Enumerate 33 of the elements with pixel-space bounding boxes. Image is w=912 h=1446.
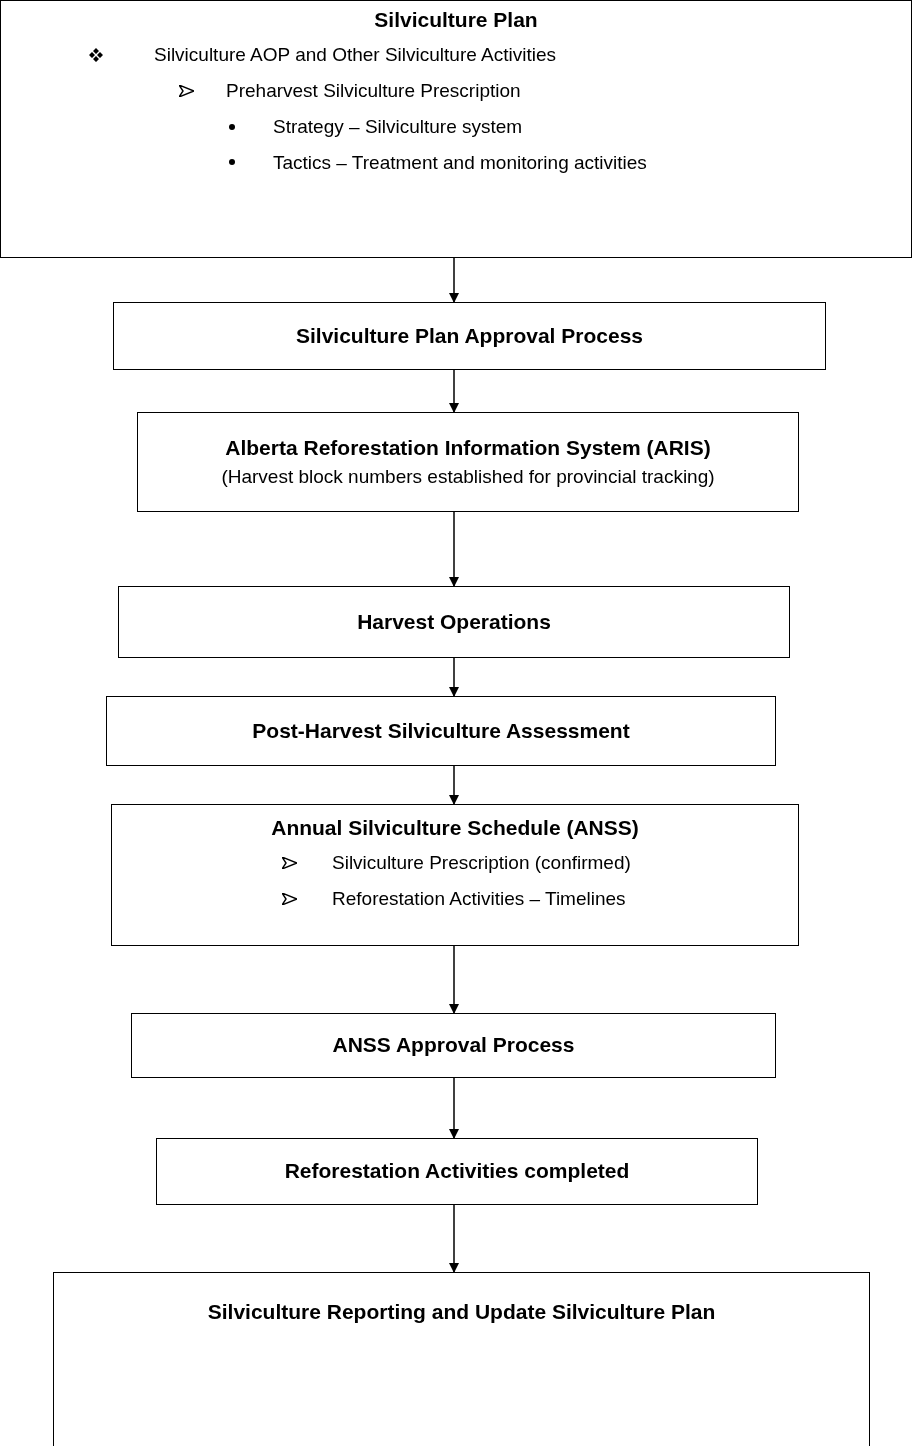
box-title: Silviculture Plan Approval Process [296, 322, 643, 349]
process-box [113, 302, 826, 370]
list-item: Silviculture Prescription (confirmed) [332, 851, 631, 875]
process-box [156, 1138, 758, 1205]
arrow [449, 369, 459, 413]
process-box [53, 1272, 870, 1446]
arrow [449, 257, 459, 303]
list-item: Tactics – Treatment and monitoring activities [273, 150, 647, 175]
box-title: Alberta Reforestation Information System (ARIS) [225, 434, 711, 461]
box-title: Silviculture Plan [374, 7, 538, 33]
box-title: Harvest Operations [357, 608, 551, 635]
process-box [0, 0, 912, 258]
arrow [449, 945, 459, 1014]
process-box [131, 1013, 776, 1078]
box-subtitle: (Harvest block numbers established for provincial tracking) [221, 464, 715, 489]
arrow [449, 511, 459, 587]
process-box [118, 586, 790, 658]
process-box [111, 804, 799, 946]
box-title: Reforestation Activities completed [284, 1158, 630, 1185]
list-item: Reforestation Activities – Timelines [332, 887, 626, 911]
arrow [449, 657, 459, 697]
box-title: Silviculture Reporting and Update Silviculture Plan [207, 1299, 716, 1325]
process-box [137, 412, 799, 512]
list-item: Silviculture AOP and Other Silviculture Activities [154, 43, 556, 67]
list-item: Strategy – Silviculture system [273, 114, 523, 139]
process-box [106, 696, 776, 766]
box-title: Post-Harvest Silviculture Assessment [252, 717, 630, 744]
arrow [449, 765, 459, 805]
list-item: Preharvest Silviculture Prescription [226, 79, 521, 103]
box-title: Annual Silviculture Schedule (ANSS) [271, 815, 639, 841]
box-title: ANSS Approval Process [332, 1032, 575, 1059]
arrow [449, 1204, 459, 1273]
arrow [449, 1077, 459, 1139]
